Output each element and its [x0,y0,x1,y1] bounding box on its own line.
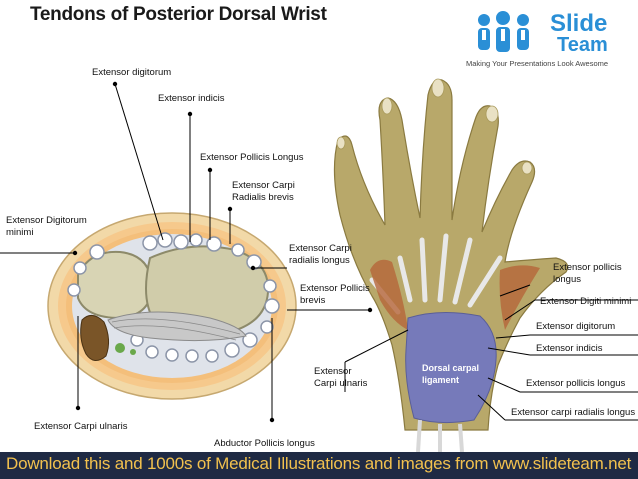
label-extensor-pollicis-longus-right2: Extensor pollicis longus [526,378,626,389]
wrist-cross-section [47,212,297,400]
slideteam-logo-icon [478,11,529,52]
wrist-illustration [0,78,638,452]
logo-word-slide: Slide [550,10,608,37]
label-extensor-carpi-radialis-longus-right: Extensor carpi radialis longus [511,407,636,418]
logo-word-team: Team [557,34,608,56]
footer-banner: Download this and 1000s of Medical Illus… [0,452,638,479]
label-extensor-indicis-top: Extensor indicis [158,93,225,104]
label-extensor-carpi-radialis-longus-mid: Extensor Carpi radialis longus [289,243,352,266]
label-extensor-pollicis-longus-right: Extensor pollicis longus [553,262,622,285]
label-extensor-pollicis-longus-top: Extensor Pollicis Longus [200,152,304,163]
label-extensor-digitorum-right: Extensor digitorum [536,321,616,332]
label-abductor-pollicis-longus: Abductor Pollicis longus [214,438,315,449]
label-extensor-digitorum-minimi-left: Extensor Digitorum minimi [6,215,87,238]
label-extensor-pollicis-brevis: Extensor Pollicis brevis [300,283,370,306]
label-extensor-digiti-minimi-right: Extensor Digiti minimi [540,296,632,307]
page-title: Tendons of Posterior Dorsal Wrist [30,4,327,25]
footer-text[interactable]: Download this and 1000s of Medical Illus… [6,454,632,473]
label-extensor-indicis-right: Extensor indicis [536,343,603,354]
label-extensor-carpi-radialis-brevis: Extensor Carpi Radialis brevis [232,180,295,203]
logo-tagline: Making Your Presentations Look Awesome [466,59,609,68]
label-extensor-carpi-ulnaris-bottom: Extensor Carpi ulnaris [34,421,128,432]
label-dorsal-carpal-ligament: Dorsal carpal ligament [422,363,480,385]
label-extensor-digitorum-top: Extensor digitorum [92,67,172,78]
hand-dorsal-view [333,78,569,452]
label-extensor-carpi-ulnaris-mid: Extensor Carpi ulnaris [314,366,368,389]
